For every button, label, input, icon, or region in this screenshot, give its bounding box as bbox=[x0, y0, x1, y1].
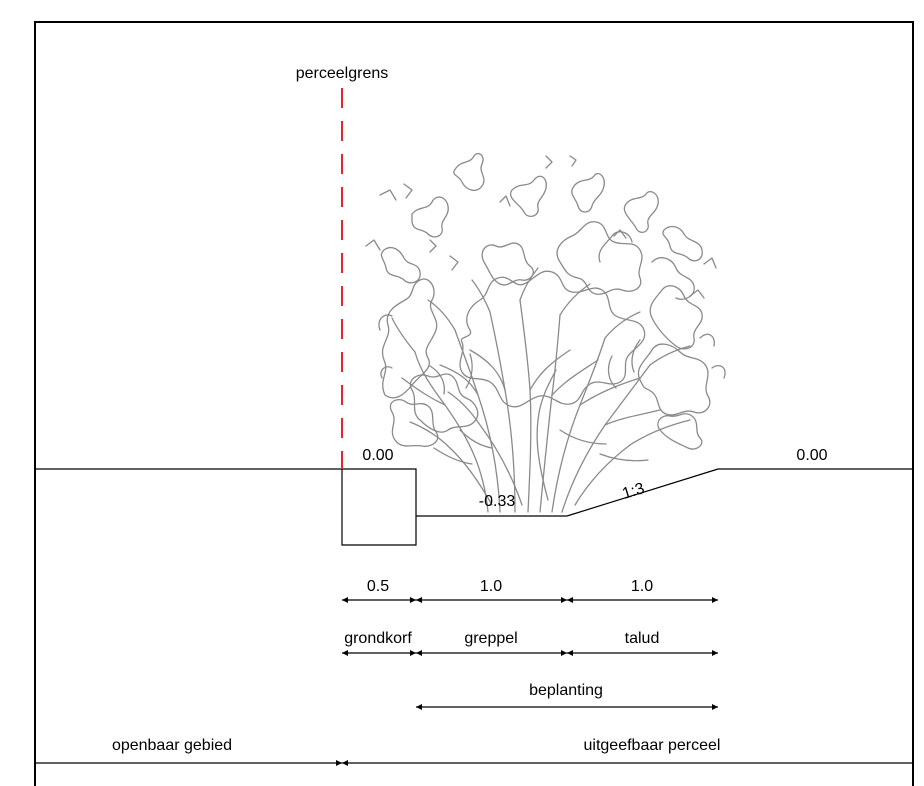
dimension-names: grondkorf greppel talud bbox=[342, 630, 718, 656]
slope-line bbox=[566, 468, 719, 517]
beplanting-dimension: beplanting bbox=[416, 682, 718, 710]
slope-label: 1:3 bbox=[620, 480, 646, 503]
drawing-frame bbox=[34, 21, 914, 786]
dimension-values: 0.5 1.0 1.0 bbox=[342, 578, 718, 603]
dim-name-talud: talud bbox=[625, 630, 660, 647]
beplanting-label: beplanting bbox=[529, 682, 603, 699]
grondkorf-box bbox=[341, 468, 417, 546]
ditch-depth-label: -0.33 bbox=[479, 493, 516, 510]
ground-profile bbox=[35, 468, 913, 546]
dim-name-grondkorf: grondkorf bbox=[344, 630, 412, 647]
tree-icon bbox=[365, 152, 726, 513]
uitgeefbaar-perceel-label: uitgeefbaar perceel bbox=[584, 737, 721, 754]
openbaar-gebied-label: openbaar gebied bbox=[112, 737, 232, 754]
dim-value-talud: 1.0 bbox=[631, 578, 653, 595]
level-left-label: 0.00 bbox=[362, 447, 393, 464]
perceelgrens-label: perceelgrens bbox=[296, 65, 389, 82]
dim-value-greppel: 1.0 bbox=[480, 578, 502, 595]
dim-name-greppel: greppel bbox=[464, 630, 517, 647]
zone-dimension: openbaar gebied uitgeefbaar perceel bbox=[35, 737, 913, 766]
dim-value-grondkorf: 0.5 bbox=[367, 578, 389, 595]
level-right-label: 0.00 bbox=[796, 447, 827, 464]
